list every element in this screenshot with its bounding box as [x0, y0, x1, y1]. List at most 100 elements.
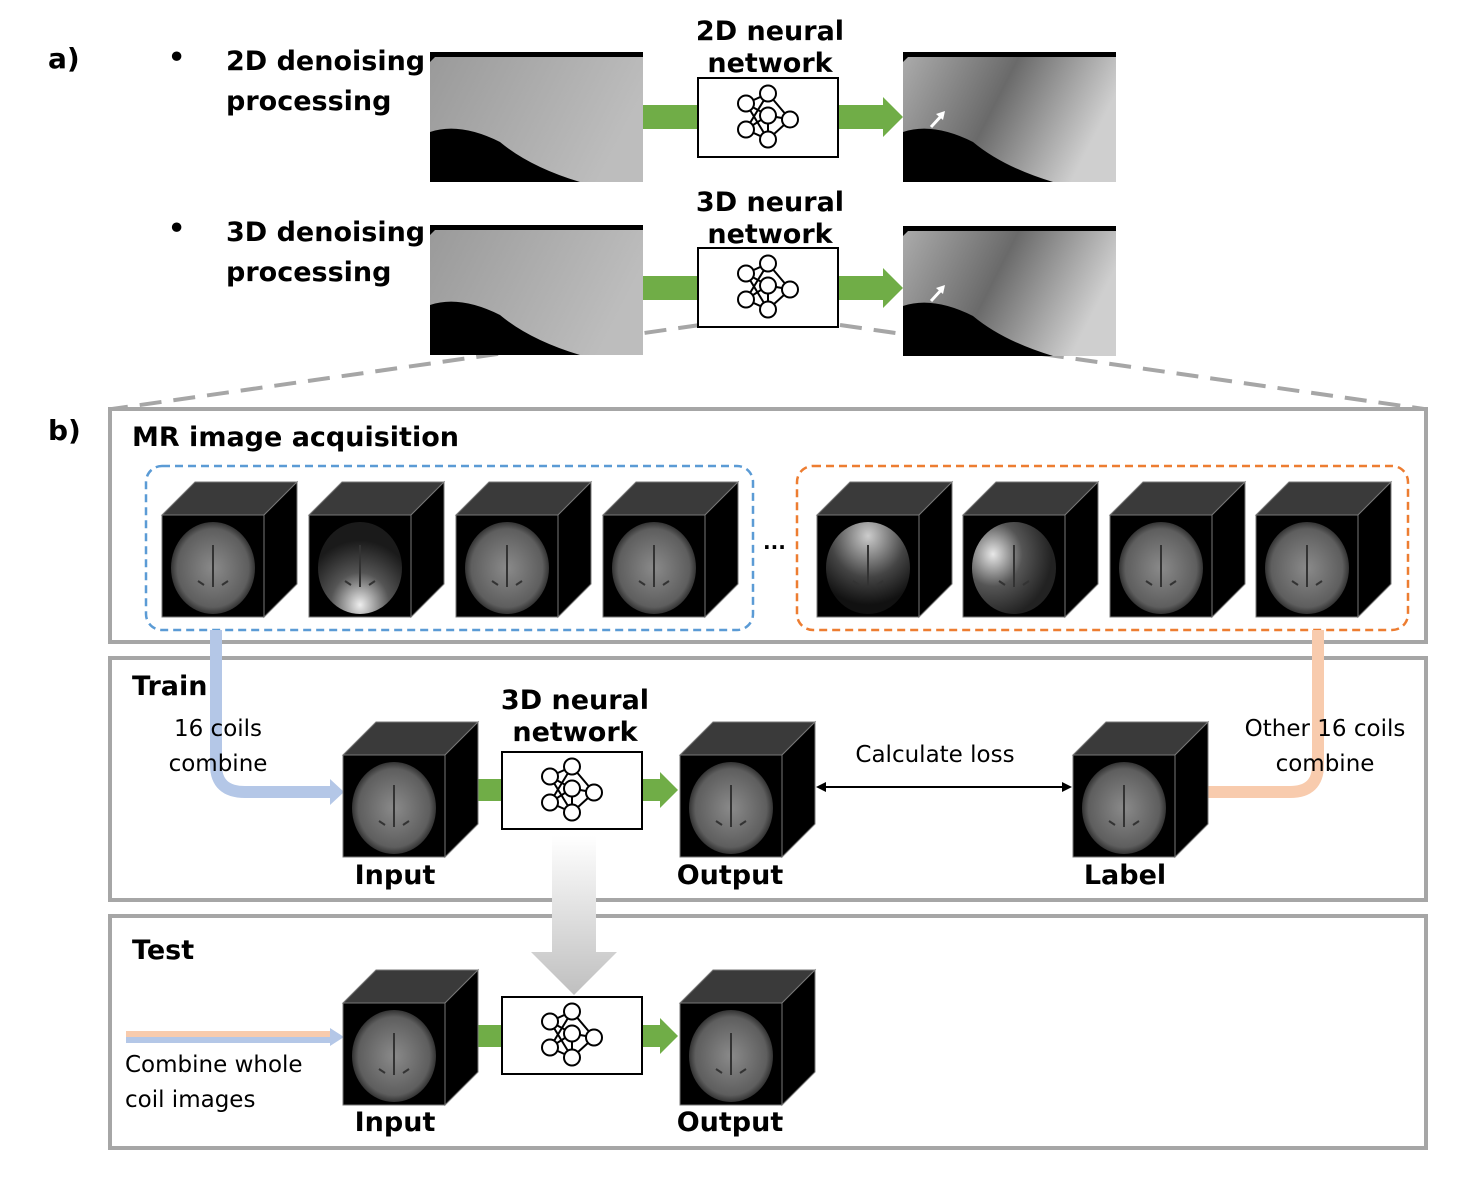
network-node: [759, 106, 777, 125]
blue-coil-path: [210, 630, 330, 798]
panel-a-label: a): [48, 42, 80, 75]
coil-image-2: [307, 480, 446, 619]
train-panel: [108, 656, 1428, 902]
zoom-line-right: [839, 323, 1425, 411]
row2d-green-bar: [643, 105, 698, 129]
coil-image-other-1: [815, 480, 954, 619]
brain-sagittal: [903, 231, 1116, 356]
brain-structure: [1108, 785, 1140, 827]
brain-structure: [1145, 545, 1177, 587]
acquisition-panel: [108, 407, 1428, 644]
brain-structure: [378, 1033, 410, 1075]
network-node: [541, 1038, 559, 1057]
network-node: [781, 280, 799, 299]
train-input-label: Input: [354, 860, 436, 891]
row3d-green-bar: [643, 276, 698, 300]
train-green-arrow: [642, 772, 678, 808]
train-title: Train: [132, 671, 208, 702]
network-node: [563, 1002, 581, 1021]
train-label-volume: [1071, 720, 1210, 859]
network-node: [563, 803, 581, 822]
coil-image-other-3: [1108, 480, 1247, 619]
network-node: [759, 300, 777, 319]
transfer-arrow: [531, 836, 617, 995]
calculate-loss-label: Calculate loss: [855, 742, 1015, 768]
train-input-volume: [341, 720, 480, 859]
network-node: [737, 264, 755, 283]
network-node: [541, 793, 559, 812]
network-node: [759, 84, 777, 103]
acquisition-title: MR image acquisition: [132, 422, 459, 453]
brain-structure: [491, 545, 523, 587]
coil-image-1: [160, 480, 299, 619]
brain-structure: [1291, 545, 1323, 587]
white-arrowhead: [936, 285, 945, 294]
brain-structure: [998, 545, 1030, 587]
test-path-arrowhead: [330, 1028, 344, 1046]
zoom-line-left: [111, 323, 701, 411]
loss-arrowhead-left: [816, 782, 826, 792]
network-node: [563, 1048, 581, 1067]
brain-sagittal: [903, 57, 1116, 182]
coil-group-1: [144, 464, 755, 632]
brain-structure: [344, 545, 376, 587]
network-node: [759, 276, 777, 295]
bullet-2d: •: [168, 42, 186, 73]
row2d-green-arrow: [838, 97, 903, 137]
row2d-network-icon: [737, 84, 799, 149]
row3d-green-arrow: [838, 268, 903, 308]
brain-structure: [378, 785, 410, 827]
network-node: [759, 254, 777, 273]
network-node: [563, 779, 581, 798]
brain-structure: [197, 545, 229, 587]
test-panel: [108, 914, 1428, 1150]
input-image-3d: [430, 225, 643, 355]
test-input-volume: [341, 968, 480, 1107]
network-node: [737, 120, 755, 139]
brain-structure: [852, 545, 884, 587]
brain-structure: [715, 785, 747, 827]
coil-image-other-4: [1254, 480, 1393, 619]
ellipsis: ...: [763, 530, 786, 554]
network-node: [585, 1028, 603, 1047]
brain-sagittal: [430, 57, 643, 182]
coil-image-3: [454, 480, 593, 619]
coil-image-4: [601, 480, 740, 619]
train-network-icon: [541, 757, 603, 822]
network-node: [759, 130, 777, 149]
test-green-arrow: [642, 1018, 678, 1054]
bullet-3d: •: [168, 213, 186, 244]
network-node: [541, 1012, 559, 1031]
test-output-volume: [678, 968, 817, 1107]
network-node: [737, 94, 755, 113]
brain-sagittal: [430, 230, 643, 355]
output-image-2d: [903, 52, 1116, 182]
input-image-2d: [430, 52, 643, 182]
coil-group-2: [795, 464, 1410, 632]
test-input-label: Input: [354, 1107, 436, 1138]
train-label-label: Label: [1083, 860, 1167, 891]
blue-coil-arrowhead: [330, 779, 344, 805]
train-output-volume: [678, 720, 817, 859]
white-arrowhead: [936, 111, 945, 120]
network-node: [585, 783, 603, 802]
network-node: [541, 767, 559, 786]
orange-coil-path: [1208, 630, 1324, 798]
network-node: [563, 1024, 581, 1043]
brain-structure: [715, 1033, 747, 1075]
loss-arrowhead-right: [1062, 782, 1072, 792]
train-output-label: Output: [676, 860, 784, 891]
test-title: Test: [132, 935, 195, 966]
test-network-icon: [541, 1002, 603, 1067]
panel-b-label: b): [48, 414, 81, 447]
coil-image-other-2: [961, 480, 1100, 619]
